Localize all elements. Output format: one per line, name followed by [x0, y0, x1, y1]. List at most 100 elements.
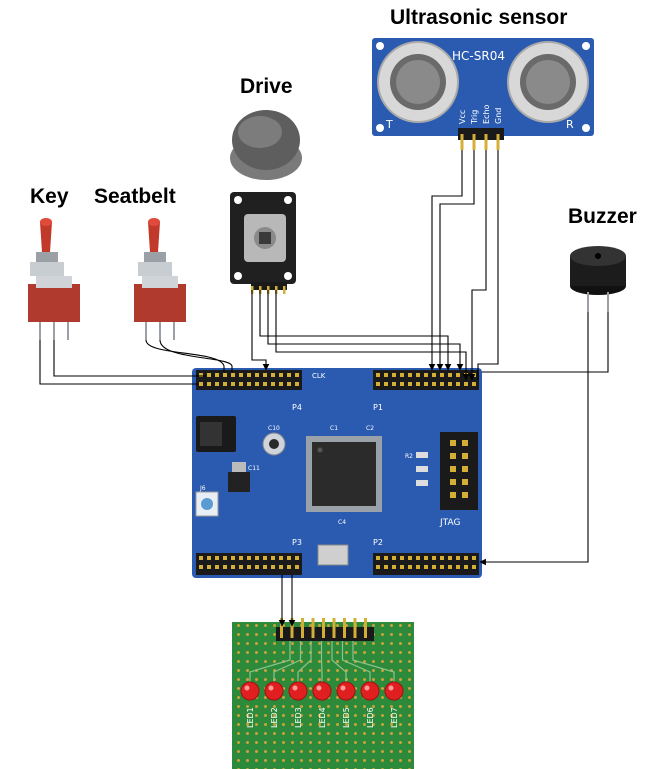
header-pin: [408, 373, 412, 377]
ultrasonic-pin-label: Gnd: [494, 108, 503, 124]
header-pin: [408, 382, 412, 386]
header-pin: [384, 565, 388, 569]
header-pin: [424, 373, 428, 377]
transducer-left: [378, 42, 458, 122]
led: [337, 682, 355, 700]
header-p1: [373, 370, 479, 390]
ultrasonic-t-mark: T: [385, 118, 393, 131]
header-pin: [231, 565, 235, 569]
header-pin: [448, 565, 452, 569]
buzzer: [570, 246, 626, 312]
led: [241, 682, 259, 700]
header-pin: [424, 556, 428, 560]
header-pin: [464, 382, 468, 386]
header-pin: [271, 382, 275, 386]
header-pin: [408, 565, 412, 569]
header-pin: [464, 556, 468, 560]
header-pin: [199, 382, 203, 386]
led-board: LED1LED2LED3LED4LED5LED6LED7: [232, 618, 414, 769]
led-label: LED5: [342, 707, 351, 728]
header-pin: [400, 373, 404, 377]
header-pin: [239, 556, 243, 560]
header-pin: [247, 373, 251, 377]
fpga-board: P4 P1 P3 P2 CLK C10 C11 J6 C2 C1 C4 R2: [192, 368, 482, 578]
header-pin: [408, 556, 412, 560]
header-pin: [432, 556, 436, 560]
jtag-pin: [450, 466, 456, 472]
led-label: LED4: [318, 707, 327, 728]
header-pin: [448, 382, 452, 386]
header-pin: [207, 556, 211, 560]
led-header-pin: [333, 618, 336, 638]
header-pin: [279, 556, 283, 560]
header-pin: [287, 565, 291, 569]
ultrasonic-pin-label: Echo: [482, 104, 491, 124]
resistor: [416, 480, 428, 486]
ultrasonic-pin-label: Vcc: [458, 110, 467, 124]
ultrasonic-pin: [497, 134, 500, 150]
resistor: [416, 466, 428, 472]
header-pin: [392, 565, 396, 569]
led-label: LED2: [270, 707, 279, 728]
resistor: [416, 452, 428, 458]
header-pin: [207, 373, 211, 377]
header-pin: [440, 373, 444, 377]
header-pin: [440, 556, 444, 560]
header-pin: [472, 556, 476, 560]
header-pin: [223, 382, 227, 386]
led: [313, 682, 331, 700]
led: [361, 682, 379, 700]
header-pin: [456, 382, 460, 386]
header-pin: [207, 382, 211, 386]
header-pin: [440, 382, 444, 386]
label-r2: R2: [405, 453, 413, 460]
header-pin: [287, 373, 291, 377]
header-pin: [263, 382, 267, 386]
header-p4: [196, 370, 302, 390]
jtag-header: [440, 432, 478, 510]
ultrasonic-pin: [485, 134, 488, 150]
key-switch: [28, 218, 80, 340]
header-pin: [432, 373, 436, 377]
label-c4: C4: [338, 519, 346, 526]
ultrasonic-pin: [473, 134, 476, 150]
ultrasonic-pin-label: Trig: [470, 110, 479, 125]
header-pin: [392, 373, 396, 377]
header-pin: [215, 556, 219, 560]
header-pin: [384, 373, 388, 377]
header-pin: [472, 382, 476, 386]
led-header-pin: [343, 618, 346, 638]
led-header-pin: [301, 618, 304, 638]
header-pin: [263, 556, 267, 560]
header-pin: [263, 373, 267, 377]
header-pin: [231, 556, 235, 560]
header-pin: [384, 382, 388, 386]
header-pin: [215, 382, 219, 386]
header-pin: [295, 382, 299, 386]
led-label: LED7: [390, 707, 399, 728]
header-pin: [199, 556, 203, 560]
jtag-pin: [462, 492, 468, 498]
led-header-pin: [312, 618, 315, 638]
label-c10: C10: [268, 425, 280, 432]
jtag-pin: [462, 453, 468, 459]
header-pin: [432, 565, 436, 569]
header-pin: [376, 565, 380, 569]
header-pin: [295, 373, 299, 377]
ultrasonic-model: HC-SR04: [452, 49, 505, 63]
header-pin: [263, 565, 267, 569]
header-pin: [255, 382, 259, 386]
jtag-pin: [450, 479, 456, 485]
jtag-pin: [462, 440, 468, 446]
header-pin: [247, 382, 251, 386]
label-clk: CLK: [312, 372, 326, 380]
header-pin: [271, 556, 275, 560]
header-pin: [279, 373, 283, 377]
header-pin: [464, 565, 468, 569]
header-pin: [247, 565, 251, 569]
header-pin: [295, 565, 299, 569]
led-header-pin: [354, 618, 357, 638]
header-pin: [456, 556, 460, 560]
label-c1: C1: [330, 425, 338, 432]
